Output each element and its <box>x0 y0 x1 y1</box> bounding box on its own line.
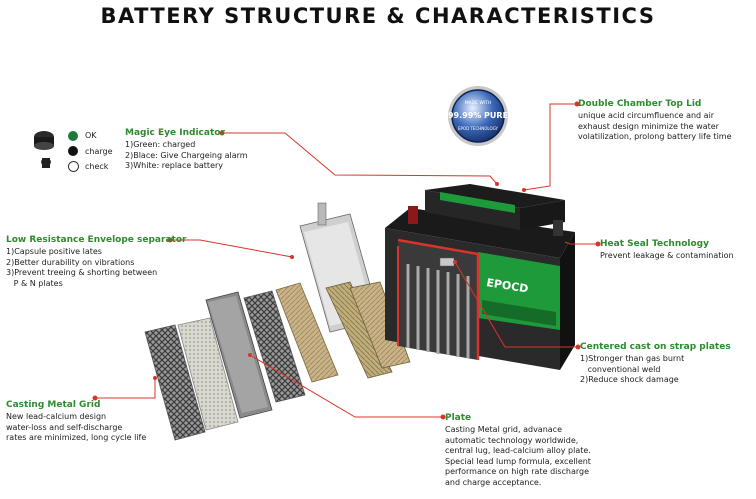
heat-seal-text: Prevent leakage & contamination <box>600 251 734 260</box>
badge-bottom-text: EPOD TECHNOLOGY <box>458 126 498 131</box>
separator-tan <box>325 281 393 379</box>
positive-terminal <box>408 206 418 224</box>
legend-charge-label: charge <box>85 147 113 156</box>
separator-sheet <box>177 317 239 431</box>
leader-dots <box>92 101 601 420</box>
plate-text: Casting Metal grid, advanace automatic t… <box>445 425 591 487</box>
legend-charge-dot <box>68 146 78 156</box>
casting-grid-heading: Casting Metal Grid <box>6 400 101 410</box>
double-chamber-heading: Double Chamber Top Lid <box>578 99 702 109</box>
magic-eye-text: 1)Green: charged 2)Blace: Give Chargeing… <box>125 140 248 170</box>
low-resistance-heading: Low Resistance Envelope separator <box>6 235 187 245</box>
magic-eye-heading: Magic Eye Indicator <box>125 128 225 138</box>
centered-cast-text: 1)Stronger than gas burnt conventional w… <box>580 354 685 384</box>
leader-lines <box>95 103 598 418</box>
plate-lug <box>317 202 327 226</box>
low-resistance-text: 1)Capsule positive lates 2)Better durabi… <box>6 247 158 288</box>
badge-main-text: 99.99% PURE <box>448 111 508 120</box>
double-chamber-text: unique acid circumfluence and air exhaus… <box>578 111 732 141</box>
casting-grid-plate <box>144 324 206 441</box>
grid-plate <box>243 290 306 403</box>
battery-body <box>385 184 575 370</box>
badge-top-text: MADE WITH <box>465 100 492 106</box>
magic-eye-icon <box>34 131 54 168</box>
negative-terminal <box>553 220 563 236</box>
exploded-plates <box>144 202 411 441</box>
heat-seal-heading: Heat Seal Technology <box>600 239 709 249</box>
plate-heading: Plate <box>445 413 472 423</box>
casting-grid-text: New lead-calcium design water-loss and s… <box>6 412 147 442</box>
cast-strap <box>439 257 455 267</box>
centered-cast-heading: Centered cast on strap plates <box>580 342 731 352</box>
purity-badge <box>448 86 508 146</box>
page-title: BATTERY STRUCTURE & CHARACTERISTICS <box>100 4 656 28</box>
legend-check-label: check <box>85 162 109 171</box>
legend-ok-dot <box>68 131 78 141</box>
battery-lid <box>425 184 565 208</box>
legend-ok-label: OK <box>85 131 97 140</box>
envelope-separator <box>275 282 339 383</box>
legend-check-dot <box>68 161 79 172</box>
